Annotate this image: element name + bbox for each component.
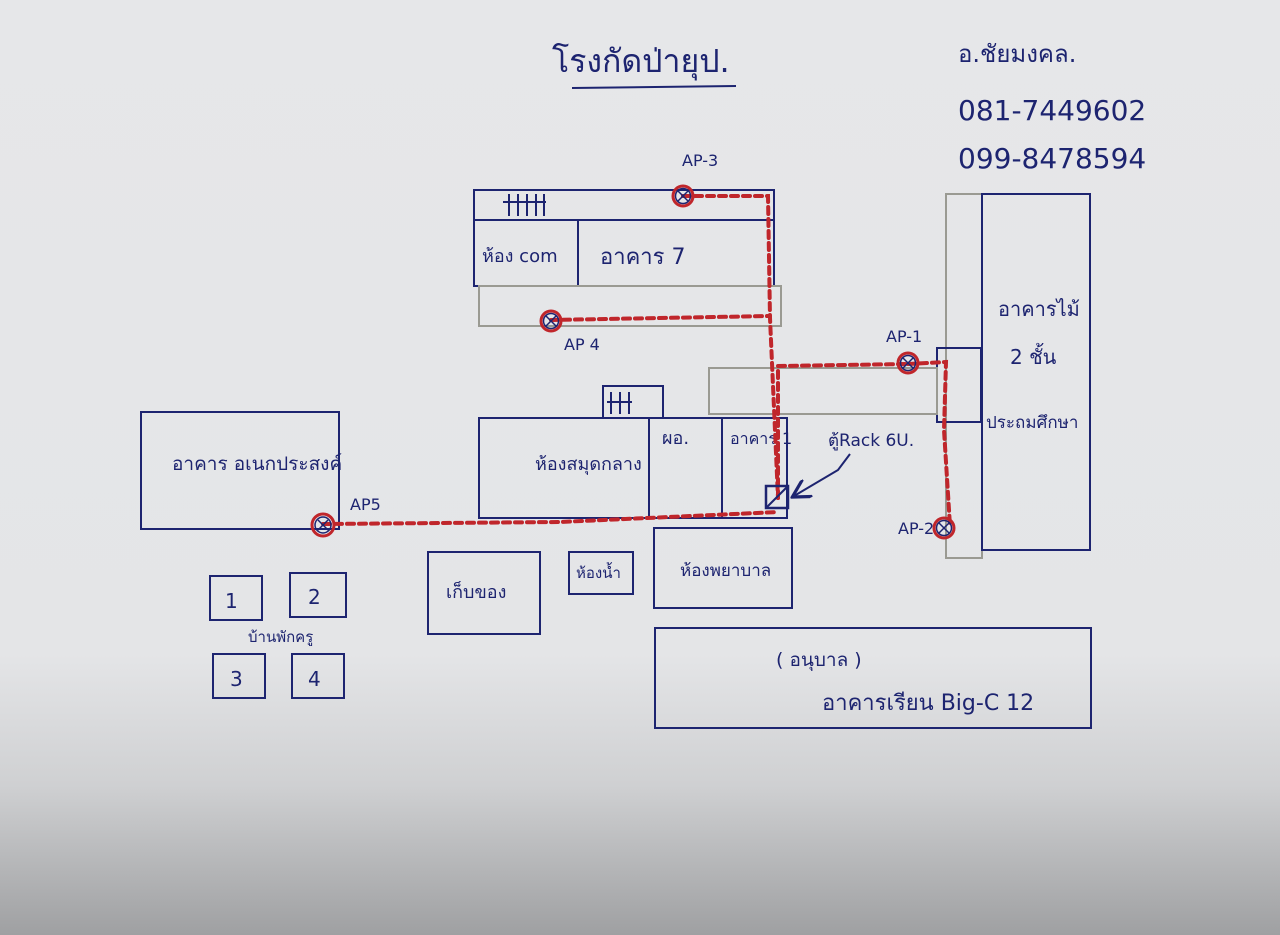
- bigc-note: ( อนุบาล ): [776, 649, 862, 672]
- ap-1-label: AP-1: [886, 327, 922, 346]
- stair-icon: [503, 194, 546, 216]
- multipurpose-label: อาคาร อเนกประสงค์: [172, 453, 342, 475]
- ap-4-label: AP 4: [564, 335, 600, 354]
- ap-4-marker: [539, 309, 563, 333]
- room-com-label: ห้อง com: [482, 246, 558, 267]
- building-7: ห้อง com อาคาร 7: [473, 189, 775, 287]
- rack-arrow-icon: [794, 453, 851, 496]
- office-label: ผอ.: [662, 428, 689, 449]
- building-7-corridor: [478, 285, 782, 327]
- stair-icon: [607, 392, 632, 414]
- ap-2-marker: [932, 516, 956, 540]
- cable-ap2: [906, 359, 952, 528]
- rack-icon: [764, 484, 790, 510]
- library-label: ห้องสมุดกลาง: [535, 454, 642, 475]
- house-3-label: 3: [230, 667, 243, 691]
- bigc-label: อาคารเรียน Big-C 12: [822, 691, 1034, 716]
- cable-routes: [321, 194, 952, 528]
- cable-ap1: [776, 362, 910, 500]
- building-1-label: อาคาร 1: [730, 429, 792, 448]
- teacher-houses: 1 2 3 4 บ้านพักครู: [209, 572, 347, 699]
- contact-phone-1: 081-7449602: [958, 94, 1146, 127]
- contact-phone-2: 099-8478594: [958, 142, 1146, 175]
- nurse-label: ห้องพยาบาล: [680, 561, 771, 581]
- library-building: ห้องสมุดกลาง ผอ. อาคาร 1: [478, 385, 792, 519]
- ap-1-marker: [896, 351, 920, 375]
- toilet-label: ห้องน้ำ: [576, 562, 621, 582]
- wood-building-sub: ประถมศึกษา: [986, 413, 1078, 433]
- bigc-building: ( อนุบาล ) อาคารเรียน Big-C 12: [654, 627, 1092, 729]
- rack-label: ตู้Rack 6U.: [828, 431, 914, 451]
- house-2-label: 2: [308, 585, 321, 609]
- ap-3-label: AP-3: [682, 151, 718, 170]
- house-1-label: 1: [225, 589, 238, 613]
- ap-3-marker: [671, 184, 695, 208]
- title-underline: [571, 85, 737, 89]
- cable-ap4: [549, 314, 772, 322]
- connector-corridor: [708, 367, 938, 415]
- wood-building-floors: 2 ชั้น: [1010, 343, 1057, 369]
- storage-building: เก็บของ: [427, 551, 541, 635]
- nurse-building: ห้องพยาบาล: [653, 527, 793, 609]
- storage-label: เก็บของ: [446, 580, 506, 603]
- teacher-houses-label: บ้านพักครู: [248, 628, 313, 646]
- contact-name: อ.ชัยมงคล.: [958, 40, 1076, 68]
- building-7-label: อาคาร 7: [600, 245, 685, 270]
- cable-ap5: [321, 510, 780, 526]
- house-4-label: 4: [308, 667, 321, 691]
- multipurpose-building: อาคาร อเนกประสงค์: [140, 411, 342, 530]
- ap-2-label: AP-2: [898, 519, 934, 538]
- toilet-building: ห้องน้ำ: [568, 551, 634, 595]
- ap-5-marker: [310, 512, 336, 538]
- cable-ap3: [681, 194, 780, 500]
- wood-building-label: อาคารไม้: [998, 297, 1080, 321]
- ap-5-label: AP5: [350, 495, 381, 514]
- wood-building: อาคารไม้ 2 ชั้น ประถมศึกษา: [936, 193, 1091, 559]
- diagram-title: โรงกัดป่ายุป.: [552, 42, 730, 81]
